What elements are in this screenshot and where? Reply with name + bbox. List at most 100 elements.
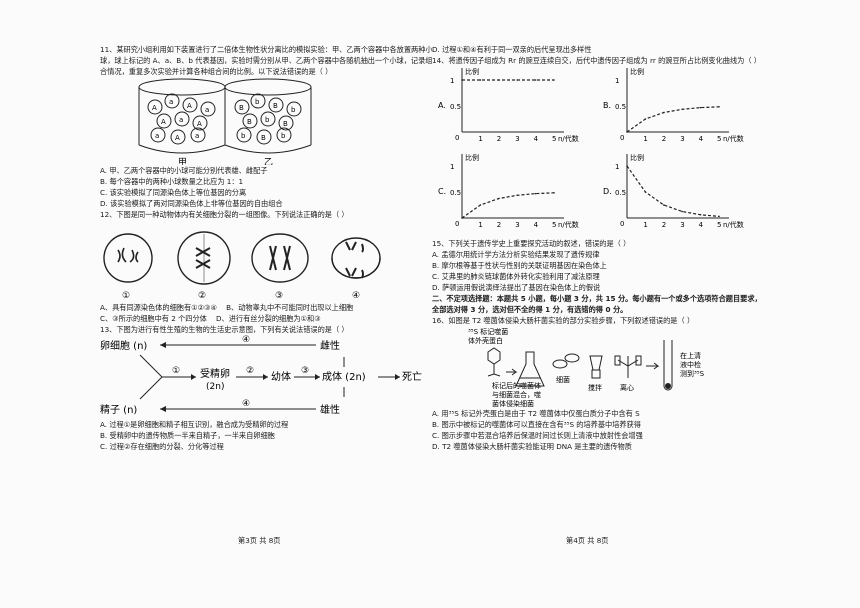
- q15-option-a: A. 孟德尔用统计学方法分析实验结果发现了遗传规律: [432, 250, 600, 259]
- q11-stem: 11、某研究小组利用如下装置进行了二倍体生物性状分离比的模拟实验：甲、乙两个容器…: [100, 45, 433, 76]
- q16-option-d: D. T2 噬菌体侵染大肠杆菌实验能证明 DNA 是主要的遗传物质: [432, 442, 632, 451]
- jia-ball: [174, 111, 190, 127]
- y-tick-label: 1: [615, 163, 619, 171]
- panel-letter: A.: [438, 101, 446, 110]
- data-point: [663, 204, 665, 206]
- q12-option-c-text: C、③所示的细胞中有 2 个四分体: [100, 314, 207, 323]
- yi-ball-label: b: [281, 132, 286, 140]
- data-point: [681, 108, 683, 111]
- life-cycle-diagram: 卵细胞 (n) 精子 (n) 雌性 雄性 ④ ④ ① 受精卵 (2n) ② 幼: [100, 335, 422, 416]
- x-tick-label: 1: [643, 221, 647, 229]
- data-point: [553, 192, 555, 194]
- jia-ball-label: a: [169, 98, 173, 106]
- yi-ball: [250, 93, 266, 109]
- y-tick-label: 0.5: [615, 189, 626, 197]
- yi-ball-label: b: [291, 106, 296, 114]
- yi-ball-label: B: [261, 134, 266, 142]
- q16-stem: 16、如图是 T2 噬菌体侵染大肠杆菌实验的部分实验步骤，下列叙述错误的是（ ）: [432, 316, 695, 325]
- x-tick-label: 2: [497, 221, 501, 229]
- x-tick-label: 4: [534, 221, 539, 229]
- series-line: [461, 192, 555, 219]
- data-point: [516, 79, 518, 81]
- flask-icon: [515, 351, 545, 387]
- q16-figure: ³⁵S 标记噬菌 体外壳蛋白 细菌 标记后的噬菌体 与细: [432, 326, 767, 408]
- data-point: [498, 79, 500, 81]
- result-label-2: 液中检: [680, 360, 701, 369]
- step-3: ③: [301, 366, 309, 376]
- data-point: [516, 194, 518, 197]
- data-point: [534, 192, 537, 195]
- data-point: [626, 131, 628, 133]
- x-tick-label: 2: [662, 135, 666, 143]
- data-point: [461, 217, 463, 219]
- x-axis-label: n/代数: [723, 220, 744, 229]
- yi-ball: [268, 97, 284, 113]
- yi-ball-label: B: [247, 118, 252, 126]
- yi-ball-label: B: [239, 104, 244, 112]
- fig-label-2c: 菌体侵染细菌: [492, 399, 534, 408]
- yi-ball: [256, 129, 272, 145]
- fig-label-2a: 标记后的噬菌体: [492, 381, 541, 390]
- jia-ball: [147, 99, 163, 115]
- x-tick-label: 4: [534, 135, 539, 143]
- jia-ball-label: A: [175, 134, 180, 142]
- fig-label-1b: 体外壳蛋白: [468, 336, 503, 345]
- data-point: [681, 210, 683, 213]
- data-point: [461, 79, 463, 81]
- data-point: [479, 204, 482, 206]
- cell-4: [331, 237, 381, 279]
- y-tick-label: 0.5: [615, 103, 626, 111]
- q12-figure: ① ② ③ ④: [100, 220, 435, 302]
- phage-experiment-figure: ³⁵S 标记噬菌 体外壳蛋白 细菌 标记后的噬菌体 与细: [468, 327, 705, 408]
- data-point: [498, 197, 500, 200]
- data-point: [718, 106, 720, 108]
- yi-ball: [286, 101, 302, 117]
- yi-ball-label: b: [265, 116, 270, 124]
- centrifuge-label: 离心: [620, 383, 634, 392]
- q11-option-c: C. 该实验模拟了同源染色体上等位基因的分离: [100, 188, 247, 197]
- series-line: [626, 165, 720, 217]
- zygote-ploidy: (2n): [206, 382, 224, 392]
- fig-label-2b: 与细菌混合，噬: [492, 390, 541, 399]
- x-tick-label: 5: [552, 221, 556, 229]
- result-label-1: 在上清: [680, 351, 701, 360]
- q13-option-a: A. 过程①是卵细胞和精子相互识别，融合成为受精卵的过程: [100, 420, 289, 429]
- q13-option-c: C. 过程②存在细胞的分裂、分化等过程: [100, 442, 224, 451]
- q16-option-a: A. 用³⁵S 标记外壳蛋白是由于 T2 噬菌体中仅蛋白质分子中含有 S: [432, 409, 640, 418]
- cell-2: [177, 231, 231, 285]
- q12-stem: 12、下图是同一种动物体内有关细胞分裂的一组图像。下列说法正确的是（ ）: [100, 210, 349, 219]
- x-tick-label: 3: [515, 135, 519, 143]
- panel-letter: D.: [603, 187, 612, 196]
- y-tick-label: 1: [450, 77, 454, 85]
- cell-label-4: ④: [352, 291, 360, 301]
- q12-option-a: A、具有同源染色体的细胞有①②③④ B、动物睾丸中不可能同时出现以上细胞: [100, 302, 435, 313]
- q13-option-d: D. 过程①和④有利于同一双亲的后代呈现出多样性: [432, 45, 592, 54]
- x-axis-label: n/代数: [558, 134, 579, 143]
- jia-ball: [190, 127, 206, 143]
- cell-1: [103, 233, 153, 283]
- yi-ball-label: B: [273, 102, 278, 110]
- q15-option-c: C. 艾弗里的肺炎链球菌体外转化实验利用了减法原理: [432, 272, 600, 281]
- q12-option-a-text: A、具有同源染色体的细胞有①②③④: [100, 303, 217, 312]
- left-page-column: 11、某研究小组利用如下装置进行了二倍体生物性状分离比的模拟实验：甲、乙两个容器…: [100, 44, 435, 452]
- jia-ball-label: A: [161, 118, 166, 126]
- y-tick-label: 0.5: [450, 103, 461, 111]
- blender-icon: [589, 355, 603, 379]
- y-axis-label: 比例: [630, 153, 644, 162]
- larva-label: 幼体: [271, 370, 291, 383]
- jia-ball-label: a: [195, 132, 199, 140]
- x-tick-label: 5: [552, 135, 556, 143]
- data-point: [718, 215, 720, 218]
- male-label: 雄性: [320, 403, 340, 416]
- container-yi: [224, 78, 312, 154]
- x-tick-label: 2: [662, 221, 666, 229]
- q12-option-d-text: D、进行有丝分裂的细胞为①和③: [216, 314, 321, 323]
- test-tube-icon: [663, 340, 673, 391]
- jia-ball-label: a: [155, 132, 159, 140]
- jia-ball: [164, 93, 180, 109]
